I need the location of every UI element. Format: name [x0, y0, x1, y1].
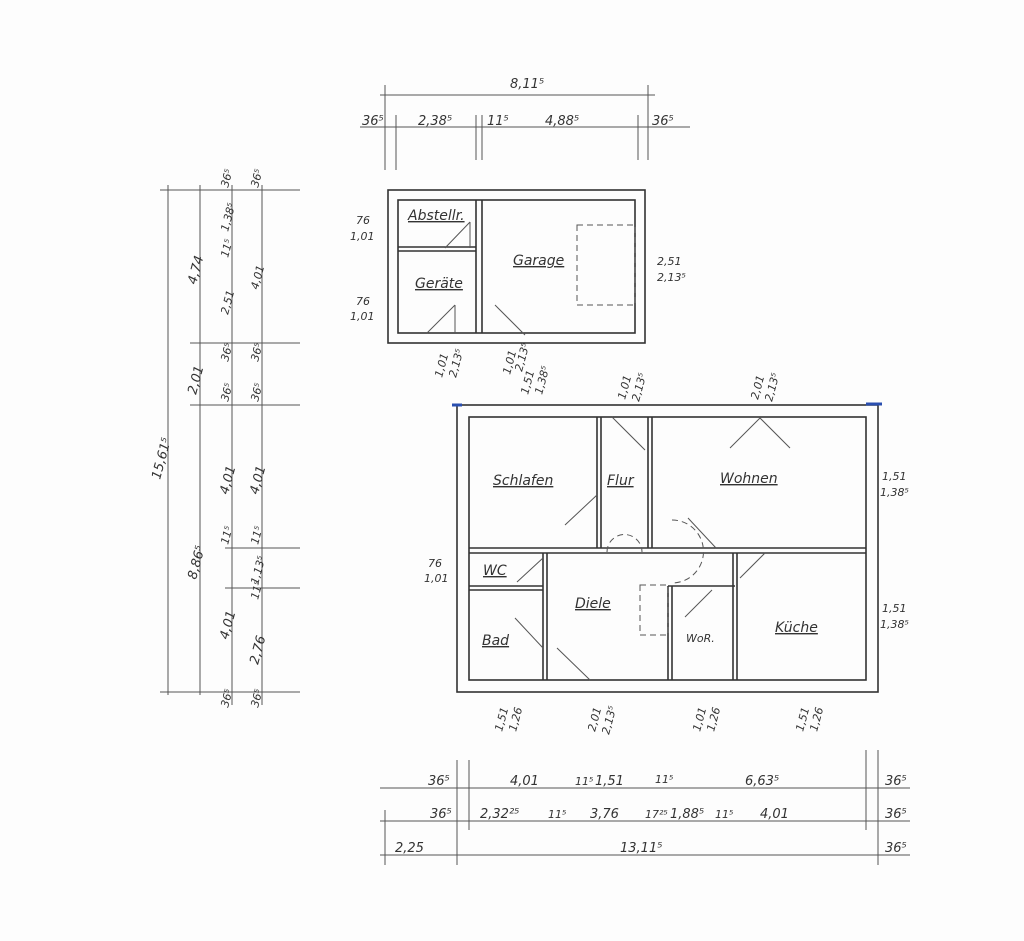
dim: 6,63⁵	[745, 774, 779, 789]
window-dim: 2,01	[748, 374, 767, 401]
room-label-abstell: Abstellr.	[407, 208, 465, 224]
window-dim: 1,26	[506, 706, 525, 733]
room-label-wohnen: Wohnen	[720, 471, 778, 487]
dim: 36⁵	[885, 841, 907, 856]
dim: 11⁵	[655, 773, 673, 786]
dim: 11⁵	[248, 525, 265, 546]
dim-total: 15,61⁵	[149, 436, 174, 481]
dim: 4,01	[248, 264, 267, 291]
window-dim: 76	[356, 214, 370, 227]
dim: 11⁵	[575, 775, 593, 788]
dim: 11⁵	[487, 114, 509, 129]
dim: 11⁵	[248, 580, 265, 601]
window-dim: 1,51	[882, 470, 907, 483]
dim: 4,01	[760, 807, 789, 822]
dim: 2,32²⁵	[480, 807, 519, 822]
window-dim: 1,01	[690, 706, 709, 733]
room-label-wor: WoR.	[686, 632, 715, 645]
door-dim: 2,13⁵	[512, 341, 532, 372]
room-label-geraete: Geräte	[415, 276, 463, 292]
dim: 2,38⁵	[418, 114, 452, 129]
door-dim: 1,01	[500, 349, 519, 376]
room-label-wc: WC	[483, 563, 507, 579]
dim: 36⁵	[885, 774, 907, 789]
window-dim: 2,13⁵	[762, 371, 782, 402]
dim-total: 8,11⁵	[510, 77, 544, 92]
dim: 8,86⁵	[185, 544, 208, 581]
window-dim: 1,26	[704, 706, 723, 733]
door-dim: 2,13⁵	[446, 347, 466, 378]
dim: 1,38⁵	[218, 201, 238, 232]
door-dim: 1,01	[432, 352, 451, 379]
dim: 2,51	[218, 289, 237, 316]
dim: 36⁵	[218, 342, 235, 363]
window-dim: 1,01	[615, 374, 634, 401]
window-dim: 76	[428, 557, 442, 570]
window-dim: 1,38⁵	[880, 486, 909, 499]
dim: 36⁵	[248, 342, 265, 363]
dim-total: 13,11⁵	[620, 841, 662, 856]
dim: 36⁵	[248, 168, 265, 189]
dim: 36⁵	[218, 688, 235, 709]
dim: 3,76	[590, 807, 619, 822]
dim: 36⁵	[430, 807, 452, 822]
room-label-bad: Bad	[482, 633, 509, 649]
window-dim: 1,51	[492, 706, 511, 733]
window-dim: 1,51	[882, 602, 907, 615]
room-label-schlafen: Schlafen	[493, 473, 553, 489]
dim: 36⁵	[248, 688, 265, 709]
dim: 17²⁵	[645, 808, 668, 821]
dim: 11⁵	[218, 525, 235, 546]
dim: 11⁵	[218, 238, 235, 259]
room-label-garage: Garage	[513, 253, 564, 269]
room-label-kueche: Küche	[775, 620, 818, 636]
window-dim: 1,01	[350, 310, 375, 323]
dim: 36⁵	[885, 807, 907, 822]
window-dim: 2,01	[585, 706, 604, 733]
dim: 1,88⁵	[670, 807, 704, 822]
dim: 2,25	[395, 841, 424, 856]
window-dim: 2,13⁵	[629, 371, 649, 402]
window-dim: 1,38⁵	[880, 618, 909, 631]
room-label-flur: Flur	[607, 473, 635, 489]
garage-building: Abstellr. Garage Geräte 76 1,01 76 1,01 …	[350, 77, 690, 396]
dim: 11⁵	[548, 808, 566, 821]
dim: 36⁵	[218, 382, 235, 403]
window-dim: 76	[356, 295, 370, 308]
room-label-diele: Diele	[575, 596, 611, 612]
dim: 2,76	[247, 634, 269, 666]
dim: 36⁵	[428, 774, 450, 789]
dim: 4,01	[217, 464, 239, 496]
dim: 4,01	[247, 464, 269, 496]
dim: 36⁵	[248, 382, 265, 403]
dim: 4,74	[185, 254, 207, 286]
dim: 1,51	[595, 774, 624, 789]
window-dim: 1,51	[793, 706, 812, 733]
door-dim: 2,13⁵	[657, 271, 686, 284]
window-dim: 1,26	[807, 706, 826, 733]
window-dim: 1,01	[350, 230, 375, 243]
dim: 4,88⁵	[545, 114, 579, 129]
dim: 11⁵	[715, 808, 733, 821]
door-dim: 1,38⁵	[532, 364, 552, 395]
left-dimensions: 15,61⁵ 4,74 2,01 8,86⁵ 36⁵ 1,38⁵ 11⁵ 2,5…	[149, 168, 300, 709]
dim: 4,01	[217, 609, 239, 641]
door-dim: 1,51	[518, 369, 537, 396]
dim: 36⁵	[652, 114, 674, 129]
dim: 4,01	[510, 774, 539, 789]
door-dim: 2,51	[657, 255, 682, 268]
dim: 2,01	[185, 364, 207, 396]
dim: 36⁵	[362, 114, 384, 129]
dim: 36⁵	[218, 168, 235, 189]
house: Schlafen Flur Wohnen WC Diele Bad WoR. K…	[380, 371, 910, 865]
window-dim: 1,01	[424, 572, 449, 585]
